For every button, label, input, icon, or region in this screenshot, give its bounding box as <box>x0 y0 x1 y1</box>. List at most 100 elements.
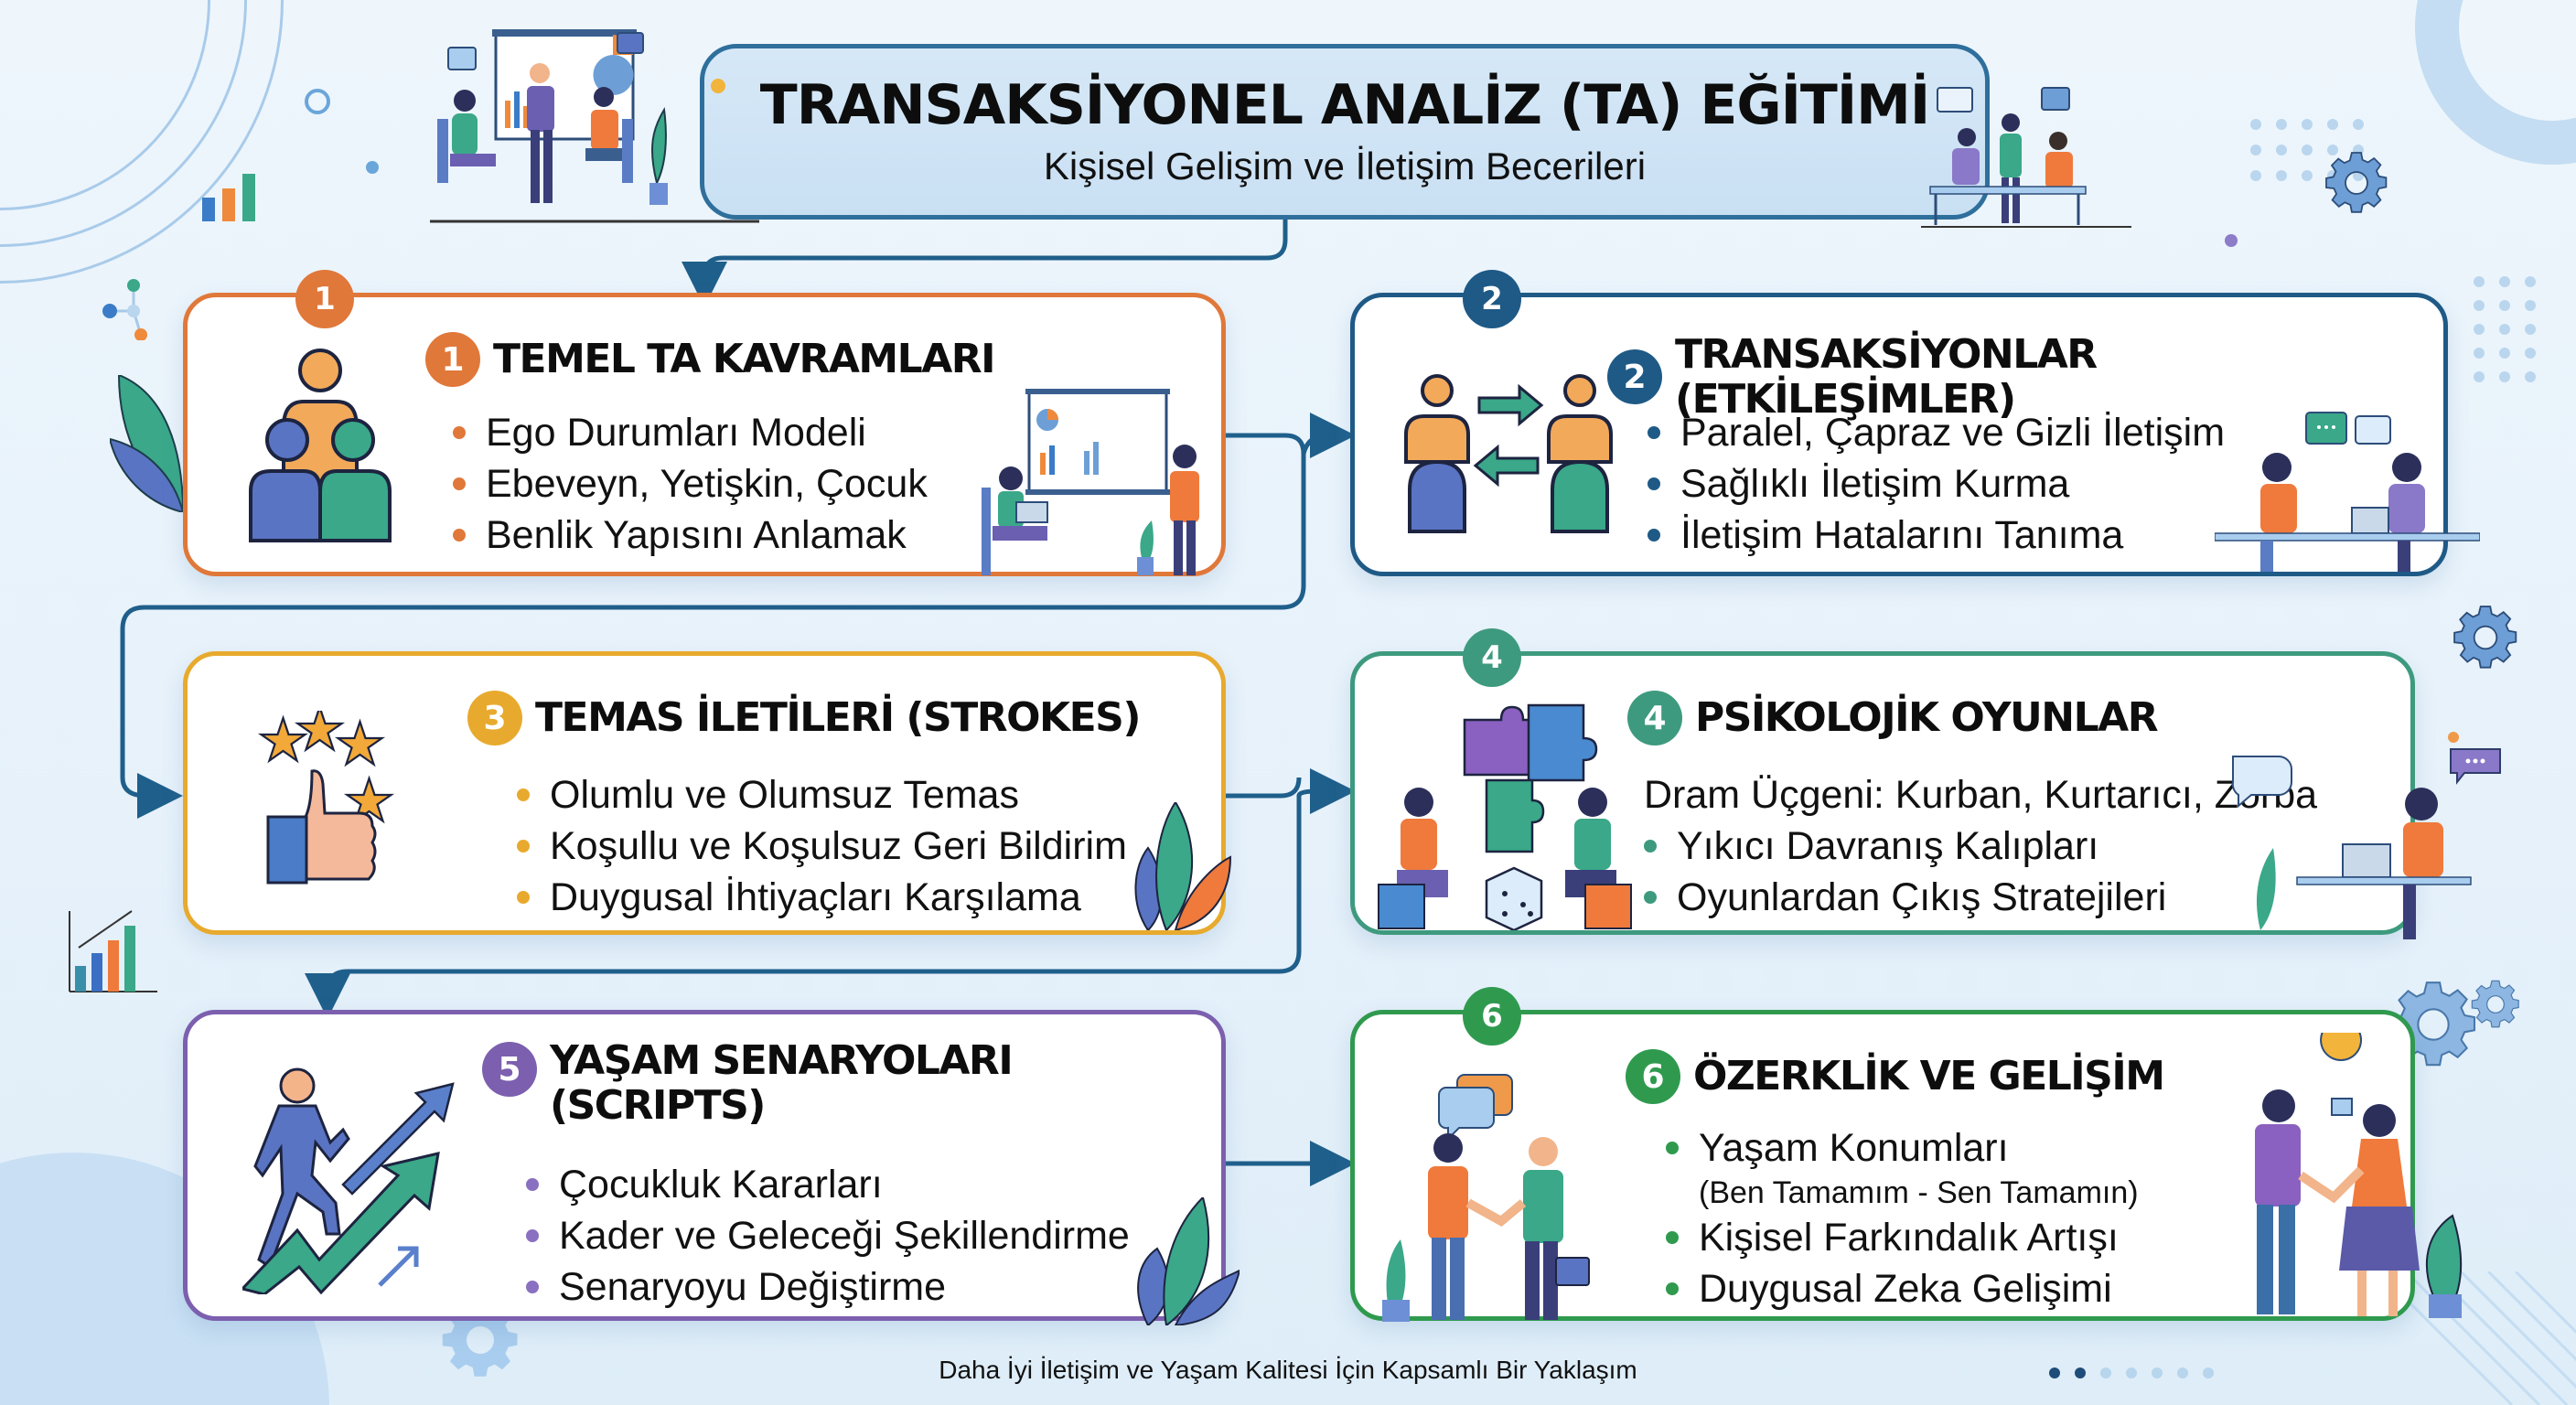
network-nodes-icon <box>102 279 147 340</box>
card-title: YAŞAM SENARYOLARI (SCRIPTS) <box>550 1037 1014 1130</box>
header-banner: TRANSAKSİYONEL ANALİZ (TA) EĞİTİMİ Kişis… <box>700 44 1990 220</box>
bullet-dot <box>1648 426 1660 439</box>
list-item: Duygusal İhtiyaçları Karşılama <box>517 872 1127 923</box>
list-item: Senaryoyu Değiştirme <box>526 1261 1130 1313</box>
step-number-pill: 2 <box>1463 270 1521 328</box>
bullet-dot <box>526 1178 539 1191</box>
laptop-worker-illustration <box>2231 756 2472 939</box>
step-card-6[interactable]: 6 6 ÖZERKLİK VE GELİŞİM Yaşam Konumları … <box>1350 987 2463 1322</box>
conversation-illustration <box>2215 412 2480 572</box>
step-card-5[interactable]: 5 YAŞAM SENARYOLARI (SCRIPTS) Çocukluk K… <box>183 1010 1240 1325</box>
page-dot-active[interactable] <box>2049 1367 2060 1378</box>
list-item: Kişisel Farkındalık Artışı <box>1666 1212 2139 1263</box>
handshake-icon <box>1382 1074 1590 1322</box>
list-item: Yaşam Konumları <box>1666 1122 2139 1174</box>
step-card-3[interactable]: 3 TEMAS İLETİLERİ (STROKES) Olumlu ve Ol… <box>183 651 1232 935</box>
bullet-dot <box>1648 477 1660 490</box>
thumbs-up-stars-icon <box>257 711 395 885</box>
step-card-1[interactable]: 1 1 TEMEL TA KAVRAMLARI Ego Durumları Mo… <box>183 270 1226 576</box>
list-item: İletişim Hatalarını Tanıma <box>1648 509 2225 561</box>
step-badge: 1 <box>425 332 480 387</box>
page-dot-active[interactable] <box>2075 1367 2086 1378</box>
step-badge: 2 <box>1607 349 1662 405</box>
bullet-dot <box>526 1229 539 1242</box>
bullet-list: Dram Üçgeni: Kurban, Kurtarıcı, Zorba Yı… <box>1644 769 2317 923</box>
bullet-dot <box>453 529 466 542</box>
step-card-4[interactable]: 4 4 PSİKOLOJİK OYUNLAR Dram Üçgeni: Kurb… <box>1350 628 2472 939</box>
decor-circle <box>305 89 330 114</box>
gear-icon <box>2471 980 2519 1028</box>
step-number-pill: 1 <box>295 270 354 328</box>
list-item: Koşullu ve Koşulsuz Geri Bildirim <box>517 820 1127 872</box>
bullet-dot <box>1644 891 1657 904</box>
handshake-idea-illustration <box>2255 1033 2463 1318</box>
card-header: 1 TEMEL TA KAVRAMLARI <box>425 332 996 387</box>
card-header: 2 TRANSAKSİYONLAR (ETKİLEŞİMLER) <box>1607 332 2443 423</box>
bullet-dot <box>1644 840 1657 853</box>
decor-dot-grid <box>2250 119 2364 181</box>
decor-dot-grid <box>2474 276 2536 382</box>
bullet-list: Çocukluk Kararları Kader ve Geleceği Şek… <box>526 1159 1130 1313</box>
team-meeting-illustration <box>430 29 759 223</box>
card-title: ÖZERKLİK VE GELİŞİM <box>1693 1053 2165 1100</box>
step-badge: 4 <box>1627 691 1682 745</box>
step-number-pill: 6 <box>1463 987 1521 1046</box>
leaf-plant-icon <box>110 375 185 512</box>
bullet-dot <box>1666 1282 1679 1295</box>
bullet-list: Olumlu ve Olumsuz Temas Koşullu ve Koşul… <box>517 769 1127 923</box>
list-item: Ego Durumları Modeli <box>453 407 928 458</box>
step-badge: 6 <box>1626 1049 1680 1104</box>
bullet-dot <box>453 477 466 490</box>
bullet-list: Yaşam Konumları (Ben Tamamım - Sen Tamam… <box>1666 1122 2139 1314</box>
bullet-dot <box>1648 529 1660 542</box>
bullet-dot <box>517 840 530 853</box>
bullet-dot <box>517 891 530 904</box>
list-item: Yıkıcı Davranış Kalıpları <box>1644 820 2317 872</box>
card-title: TRANSAKSİYONLAR (ETKİLEŞİMLER) <box>1675 331 2098 424</box>
list-item: Ebeveyn, Yetişkin, Çocuk <box>453 458 928 509</box>
card-title: PSİKOLOJİK OYUNLAR <box>1695 694 2159 742</box>
list-item: Kader ve Geleceği Şekillendirme <box>526 1210 1130 1261</box>
puzzle-dice-icon <box>1378 703 1632 930</box>
growth-chart-icon <box>69 910 157 992</box>
bullet-dot <box>517 788 530 801</box>
page-dot[interactable] <box>2100 1367 2111 1378</box>
list-item-note: (Ben Tamamım - Sen Tamamın) <box>1699 1175 2139 1210</box>
decor-dot <box>2225 234 2238 247</box>
team-discussion-illustration <box>1921 87 2131 228</box>
list-item: Oyunlardan Çıkış Stratejileri <box>1644 872 2317 923</box>
chat-bubble-icon <box>2450 748 2501 785</box>
step-badge: 5 <box>482 1042 537 1097</box>
step-badge: 3 <box>467 691 522 745</box>
list-item: Olumlu ve Olumsuz Temas <box>517 769 1127 820</box>
footer-tagline: Daha İyi İletişim ve Yaşam Kalitesi İçin… <box>939 1356 1637 1384</box>
page-dot[interactable] <box>2126 1367 2137 1378</box>
list-item: Benlik Yapısını Anlamak <box>453 509 928 561</box>
list-item: Sağlıklı İletişim Kurma <box>1648 458 2225 509</box>
leaf-plant-icon <box>1137 1197 1240 1325</box>
decor-dot <box>366 161 379 174</box>
exchange-people-icon <box>1404 374 1613 533</box>
bullet-list: Paralel, Çapraz ve Gizli İletişim Sağlık… <box>1648 407 2225 561</box>
gear-icon <box>2325 152 2388 213</box>
page-dot[interactable] <box>2152 1367 2163 1378</box>
page-subtitle: Kişisel Gelişim ve İletişim Becerileri <box>1043 145 1647 188</box>
list-item: Paralel, Çapraz ve Gizli İletişim <box>1648 407 2225 458</box>
card-header: 4 PSİKOLOJİK OYUNLAR <box>1627 691 2159 745</box>
bullet-list: Ego Durumları Modeli Ebeveyn, Yetişkin, … <box>453 407 928 561</box>
page-dot[interactable] <box>2203 1367 2214 1378</box>
page-indicator <box>2049 1367 2214 1378</box>
page-dot[interactable] <box>2177 1367 2188 1378</box>
card-header: 3 TEMAS İLETİLERİ (STROKES) <box>467 691 1141 745</box>
leaf-plant-icon <box>1134 802 1232 930</box>
bullet-dot <box>526 1281 539 1293</box>
list-item: Duygusal Zeka Gelişimi <box>1666 1263 2139 1314</box>
card-header: 6 ÖZERKLİK VE GELİŞİM <box>1626 1049 2165 1104</box>
card-title: TEMAS İLETİLERİ (STROKES) <box>535 694 1141 742</box>
step-card-2[interactable]: 2 2 TRANSAKSİYONLAR (ETKİLEŞİMLER) Paral… <box>1350 270 2480 576</box>
bar-chart-icon <box>202 174 255 221</box>
list-item-intro: Dram Üçgeni: Kurban, Kurtarıcı, Zorba <box>1644 773 2318 817</box>
climbing-growth-arrow-icon <box>242 1067 455 1294</box>
presentation-illustration <box>982 389 1199 575</box>
